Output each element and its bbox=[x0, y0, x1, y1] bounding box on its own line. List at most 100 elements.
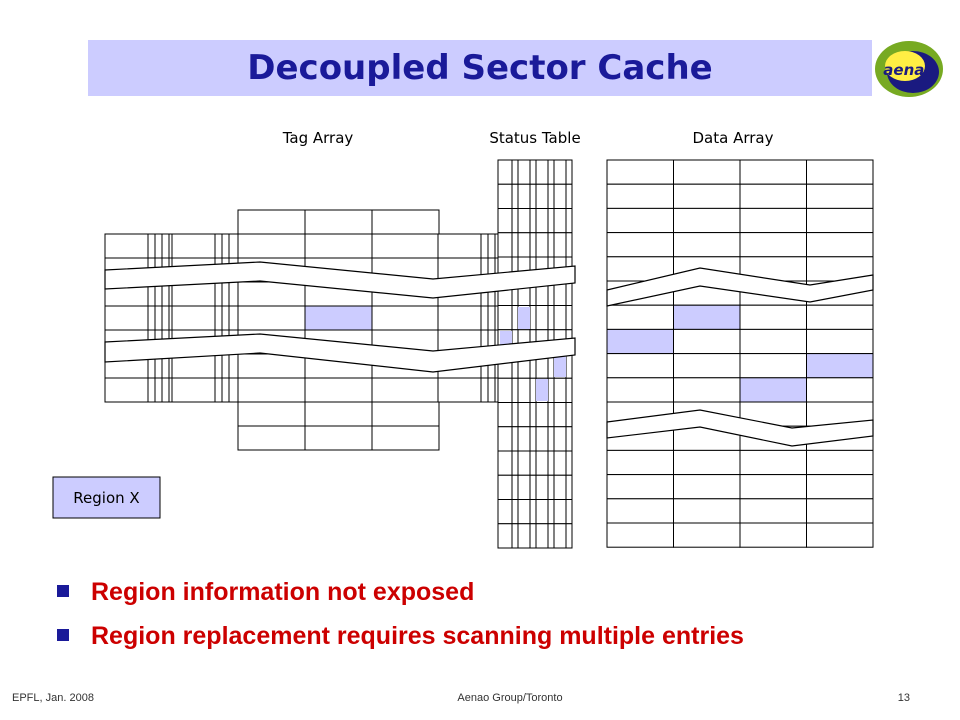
data-cell bbox=[806, 377, 874, 403]
region-x-box bbox=[52, 476, 161, 519]
cache-diagram: Tag Array Status Table Data Array Region… bbox=[52, 129, 874, 549]
discontinuity-bands bbox=[104, 261, 874, 447]
tag-cell bbox=[237, 401, 306, 427]
tag-cell bbox=[237, 425, 306, 451]
data-cell bbox=[806, 304, 874, 330]
data-cell-highlight bbox=[806, 353, 874, 379]
tag-cell bbox=[371, 377, 440, 403]
data-cell bbox=[806, 207, 874, 234]
data-cell bbox=[606, 304, 674, 330]
tag-cell bbox=[371, 233, 440, 259]
page-number: 13 bbox=[897, 692, 910, 704]
data-cell bbox=[673, 449, 741, 476]
data-cell bbox=[739, 304, 807, 330]
data-cell bbox=[806, 159, 874, 185]
data-break-lower bbox=[606, 409, 874, 447]
data-cell bbox=[806, 498, 874, 524]
tag-cell bbox=[237, 353, 306, 379]
status-row bbox=[497, 426, 573, 452]
tag-cell bbox=[371, 209, 440, 235]
tag-cell bbox=[237, 209, 306, 235]
title-bar bbox=[88, 40, 872, 96]
logo-text: aenao bbox=[883, 61, 934, 79]
data-cell bbox=[606, 522, 674, 548]
status-bit-highlight bbox=[554, 355, 566, 377]
data-cell bbox=[673, 474, 741, 500]
bullet-text: Region information not exposed bbox=[91, 578, 475, 606]
logo-swirl-yellow bbox=[885, 51, 925, 81]
data-cell bbox=[606, 207, 674, 234]
data-cell bbox=[673, 328, 741, 355]
status-row bbox=[497, 159, 573, 185]
slide-title: Decoupled Sector Cache bbox=[247, 48, 713, 88]
tag-cell bbox=[237, 305, 306, 331]
data-cell bbox=[739, 207, 807, 234]
status-row bbox=[497, 499, 573, 525]
data-cell bbox=[673, 159, 741, 185]
data-cell bbox=[673, 353, 741, 379]
status-row bbox=[497, 402, 573, 428]
data-cell bbox=[673, 498, 741, 524]
data-break-upper bbox=[606, 267, 874, 307]
tag-cell bbox=[304, 425, 373, 451]
data-cell bbox=[606, 449, 674, 476]
tag-cell-highlight bbox=[304, 305, 373, 331]
data-cell bbox=[606, 183, 674, 209]
data-cell bbox=[739, 474, 807, 500]
data-cell-highlight bbox=[673, 304, 741, 330]
data-cell bbox=[739, 353, 807, 379]
bullet-list: Region information not exposed Region re… bbox=[55, 573, 945, 661]
data-cell bbox=[806, 328, 874, 355]
status-row bbox=[497, 232, 573, 258]
data-cell bbox=[673, 232, 741, 258]
bullet-square-icon bbox=[57, 629, 69, 641]
bullet-item: Region replacement requires scanning mul… bbox=[55, 617, 945, 661]
footer-center: Aenao Group/Toronto bbox=[457, 692, 563, 704]
data-cell-highlight bbox=[739, 377, 807, 403]
data-cell bbox=[806, 474, 874, 500]
tag-cell bbox=[371, 401, 440, 427]
data-array-label: Data Array bbox=[693, 129, 774, 147]
tag-array-label: Tag Array bbox=[282, 129, 354, 147]
status-row bbox=[497, 183, 573, 209]
data-cell bbox=[739, 449, 807, 476]
data-cell bbox=[739, 183, 807, 209]
data-cell bbox=[606, 474, 674, 500]
data-cell bbox=[739, 498, 807, 524]
tag-cell bbox=[304, 209, 373, 235]
data-cell bbox=[606, 377, 674, 403]
footer-left: EPFL, Jan. 2008 bbox=[12, 692, 94, 704]
data-cell bbox=[739, 159, 807, 185]
data-cell-highlight bbox=[606, 328, 674, 355]
aenao-logo: aenao bbox=[875, 41, 943, 97]
data-cell bbox=[673, 207, 741, 234]
data-cell bbox=[606, 498, 674, 524]
data-cell bbox=[673, 522, 741, 548]
bullet-text: Region replacement requires scanning mul… bbox=[91, 622, 744, 650]
data-cell bbox=[806, 449, 874, 476]
tag-cell bbox=[304, 401, 373, 427]
status-table-label: Status Table bbox=[489, 129, 580, 147]
tag-cell bbox=[237, 281, 306, 307]
data-cell bbox=[806, 522, 874, 548]
data-cell bbox=[739, 328, 807, 355]
tag-cell bbox=[371, 425, 440, 451]
tag-cell bbox=[237, 233, 306, 259]
data-cell bbox=[739, 522, 807, 548]
tag-cell bbox=[237, 377, 306, 403]
data-cell bbox=[673, 377, 741, 403]
bullet-item: Region information not exposed bbox=[55, 573, 945, 617]
data-cell bbox=[739, 232, 807, 258]
tag-cell bbox=[304, 377, 373, 403]
tag-break-lower bbox=[104, 333, 576, 373]
status-bit-highlight bbox=[536, 379, 548, 401]
data-cell bbox=[606, 353, 674, 379]
region-x-label: Region X bbox=[73, 489, 139, 507]
data-cell bbox=[673, 183, 741, 209]
status-row bbox=[497, 450, 573, 476]
data-cell bbox=[806, 232, 874, 258]
status-row bbox=[497, 305, 573, 331]
status-row bbox=[497, 474, 573, 500]
status-row bbox=[497, 208, 573, 234]
status-bit-highlight bbox=[518, 307, 530, 329]
